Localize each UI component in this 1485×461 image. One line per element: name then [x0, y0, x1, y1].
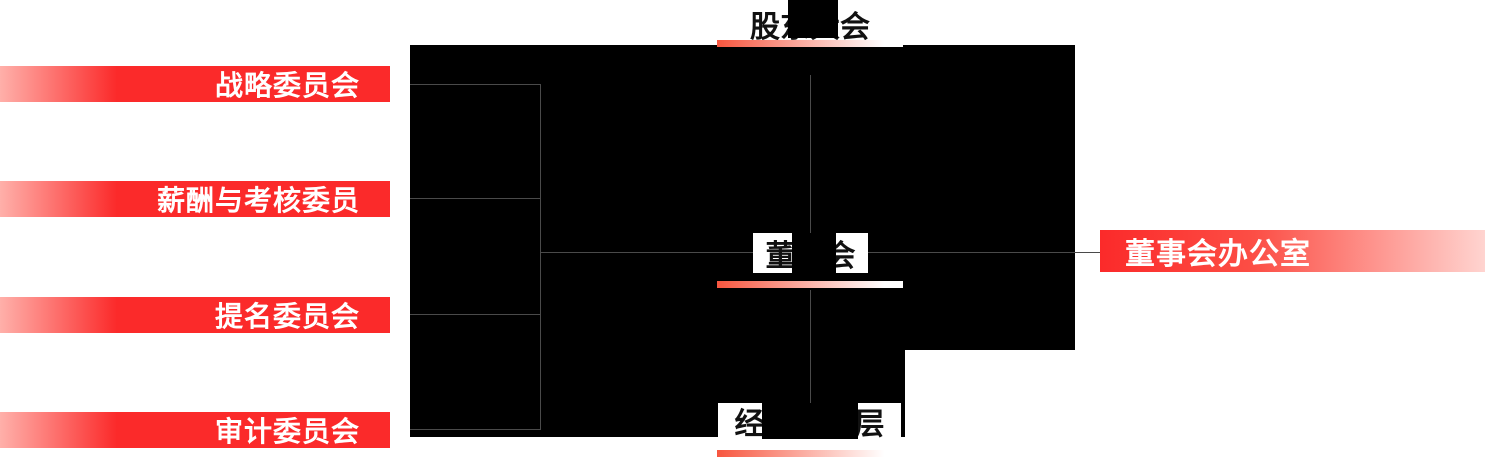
connector-board-to-management — [810, 290, 811, 403]
black-block-left-column — [410, 75, 540, 437]
connector-stub-compensation — [410, 198, 540, 199]
underline-management — [717, 450, 903, 457]
connector-left-bus — [540, 84, 541, 430]
committee-banner-nomination: 提名委员会 — [0, 297, 390, 333]
black-overlay-board — [792, 233, 836, 273]
black-block-top-bar — [410, 45, 1075, 75]
connector-bus-to-board — [540, 252, 753, 253]
connector-top-to-board — [810, 75, 811, 233]
underline-board — [717, 281, 903, 288]
connector-stub-nomination — [410, 314, 540, 315]
committee-banner-strategy: 战略委员会 — [0, 66, 390, 102]
committee-banner-audit: 审计委员会 — [0, 412, 390, 448]
connector-stub-audit — [410, 429, 540, 430]
connector-board-to-office — [868, 252, 1100, 253]
black-overlay-shareholders — [788, 0, 838, 38]
black-overlay-management — [762, 403, 858, 439]
underline-shareholders — [717, 40, 903, 47]
committee-banner-compensation: 薪酬与考核委员 — [0, 181, 390, 217]
black-block-right — [905, 75, 1075, 350]
connector-stub-strategy — [410, 84, 540, 85]
board-office-banner: 董事会办公室 — [1100, 230, 1485, 272]
